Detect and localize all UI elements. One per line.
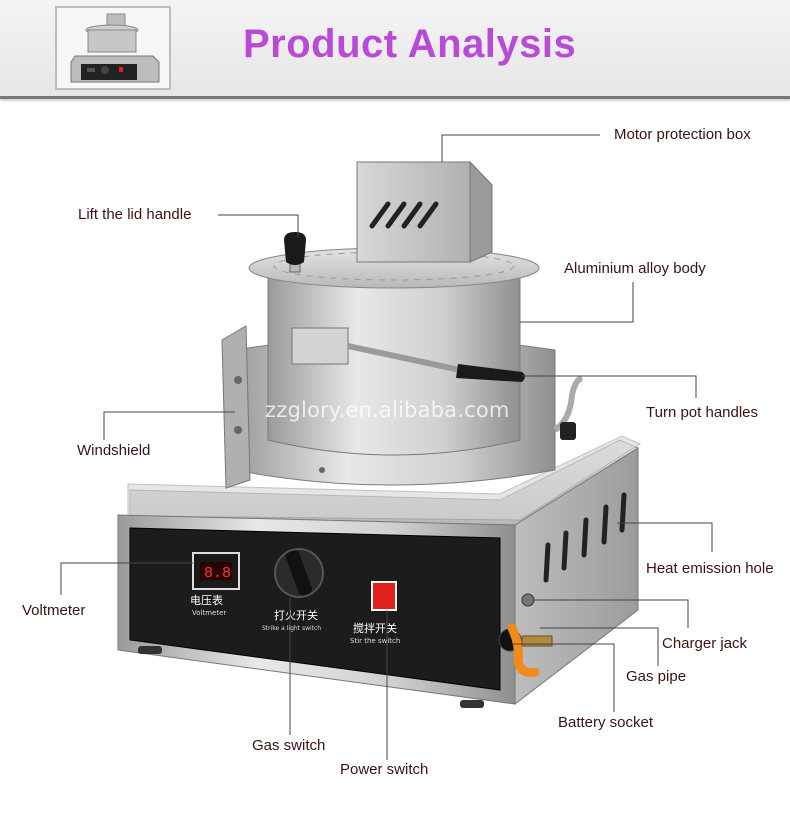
callout-voltmeter: Voltmeter xyxy=(22,602,86,619)
svg-text:8.8: 8.8 xyxy=(204,565,231,582)
callout-battery-socket: Battery socket xyxy=(558,714,654,731)
power-switch-rocker xyxy=(371,581,397,611)
turn-pot-handle xyxy=(456,364,525,382)
callout-turn-pot-handles: Turn pot handles xyxy=(646,404,759,421)
thumbnail-machine-image xyxy=(57,8,169,88)
motor-box-vents xyxy=(369,201,439,229)
callout-gas-pipe: Gas pipe xyxy=(626,668,687,685)
watermark-text: zzglory.en.alibaba.com xyxy=(265,398,510,422)
callout-motor-protection-box: Motor protection box xyxy=(614,126,751,143)
charger-jack xyxy=(521,593,535,607)
header-band: Product Analysis xyxy=(0,0,790,99)
callout-lift-lid-handle: Lift the lid handle xyxy=(78,206,192,223)
power-switch-en-label: Stir the switch xyxy=(350,637,400,645)
popcorn-machine-illustration: 8.8 电压表 Voltmeter 打火开关 Strike a light sw… xyxy=(117,160,642,708)
callout-windshield: Windshield xyxy=(77,442,151,459)
voltmeter-cn-label: 电压表 xyxy=(190,593,223,607)
callout-heat-emission-hole: Heat emission hole xyxy=(646,560,774,577)
gas-switch-en-label: Strike a light switch xyxy=(262,625,321,632)
callout-gas-switch: Gas switch xyxy=(252,737,326,754)
callout-power-switch: Power switch xyxy=(340,761,429,778)
aluminium-body xyxy=(267,274,521,456)
gas-switch-cn-label: 打火开关 xyxy=(274,608,318,622)
voltmeter-en-label: Voltmeter xyxy=(192,609,226,617)
page-title: Product Analysis xyxy=(243,22,577,66)
lift-lid-handle-knob xyxy=(284,232,306,265)
power-switch-cn-label: 搅拌开关 xyxy=(353,621,397,635)
callout-charger-jack: Charger jack xyxy=(662,635,748,652)
callout-aluminium-body: Aluminium alloy body xyxy=(564,260,706,277)
product-thumbnail[interactable] xyxy=(55,6,171,90)
